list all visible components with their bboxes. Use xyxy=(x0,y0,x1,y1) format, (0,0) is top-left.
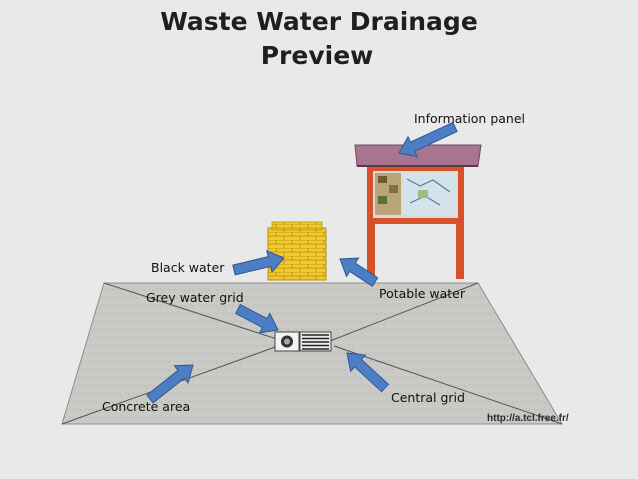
information-panel xyxy=(354,144,482,279)
central-grid-drain xyxy=(299,331,332,352)
arrow-black-water xyxy=(232,249,285,276)
label-central-grid: Central grid xyxy=(391,390,465,405)
diagram-title-line1: Waste Water Drainage xyxy=(160,7,478,36)
grey-water-drain xyxy=(274,331,300,352)
diagram-title-line2: Preview xyxy=(260,41,374,70)
brick-column xyxy=(267,221,327,281)
label-potable-water: Potable water xyxy=(379,286,465,301)
label-concrete-area: Concrete area xyxy=(102,399,191,414)
arrow-concrete-area xyxy=(146,364,194,404)
label-information-panel: Information panel xyxy=(414,111,526,126)
arrow-central-grid xyxy=(346,352,390,393)
label-grey-water-grid: Grey water grid xyxy=(146,290,244,305)
arrow-grey-water-grid xyxy=(235,303,279,334)
arrows xyxy=(146,121,458,404)
arrow-potable-water xyxy=(339,257,379,287)
arrow-information-panel xyxy=(398,121,458,158)
credit-url: http://a.tcl.free.fr/ xyxy=(487,413,569,424)
label-black-water: Black water xyxy=(151,260,225,275)
